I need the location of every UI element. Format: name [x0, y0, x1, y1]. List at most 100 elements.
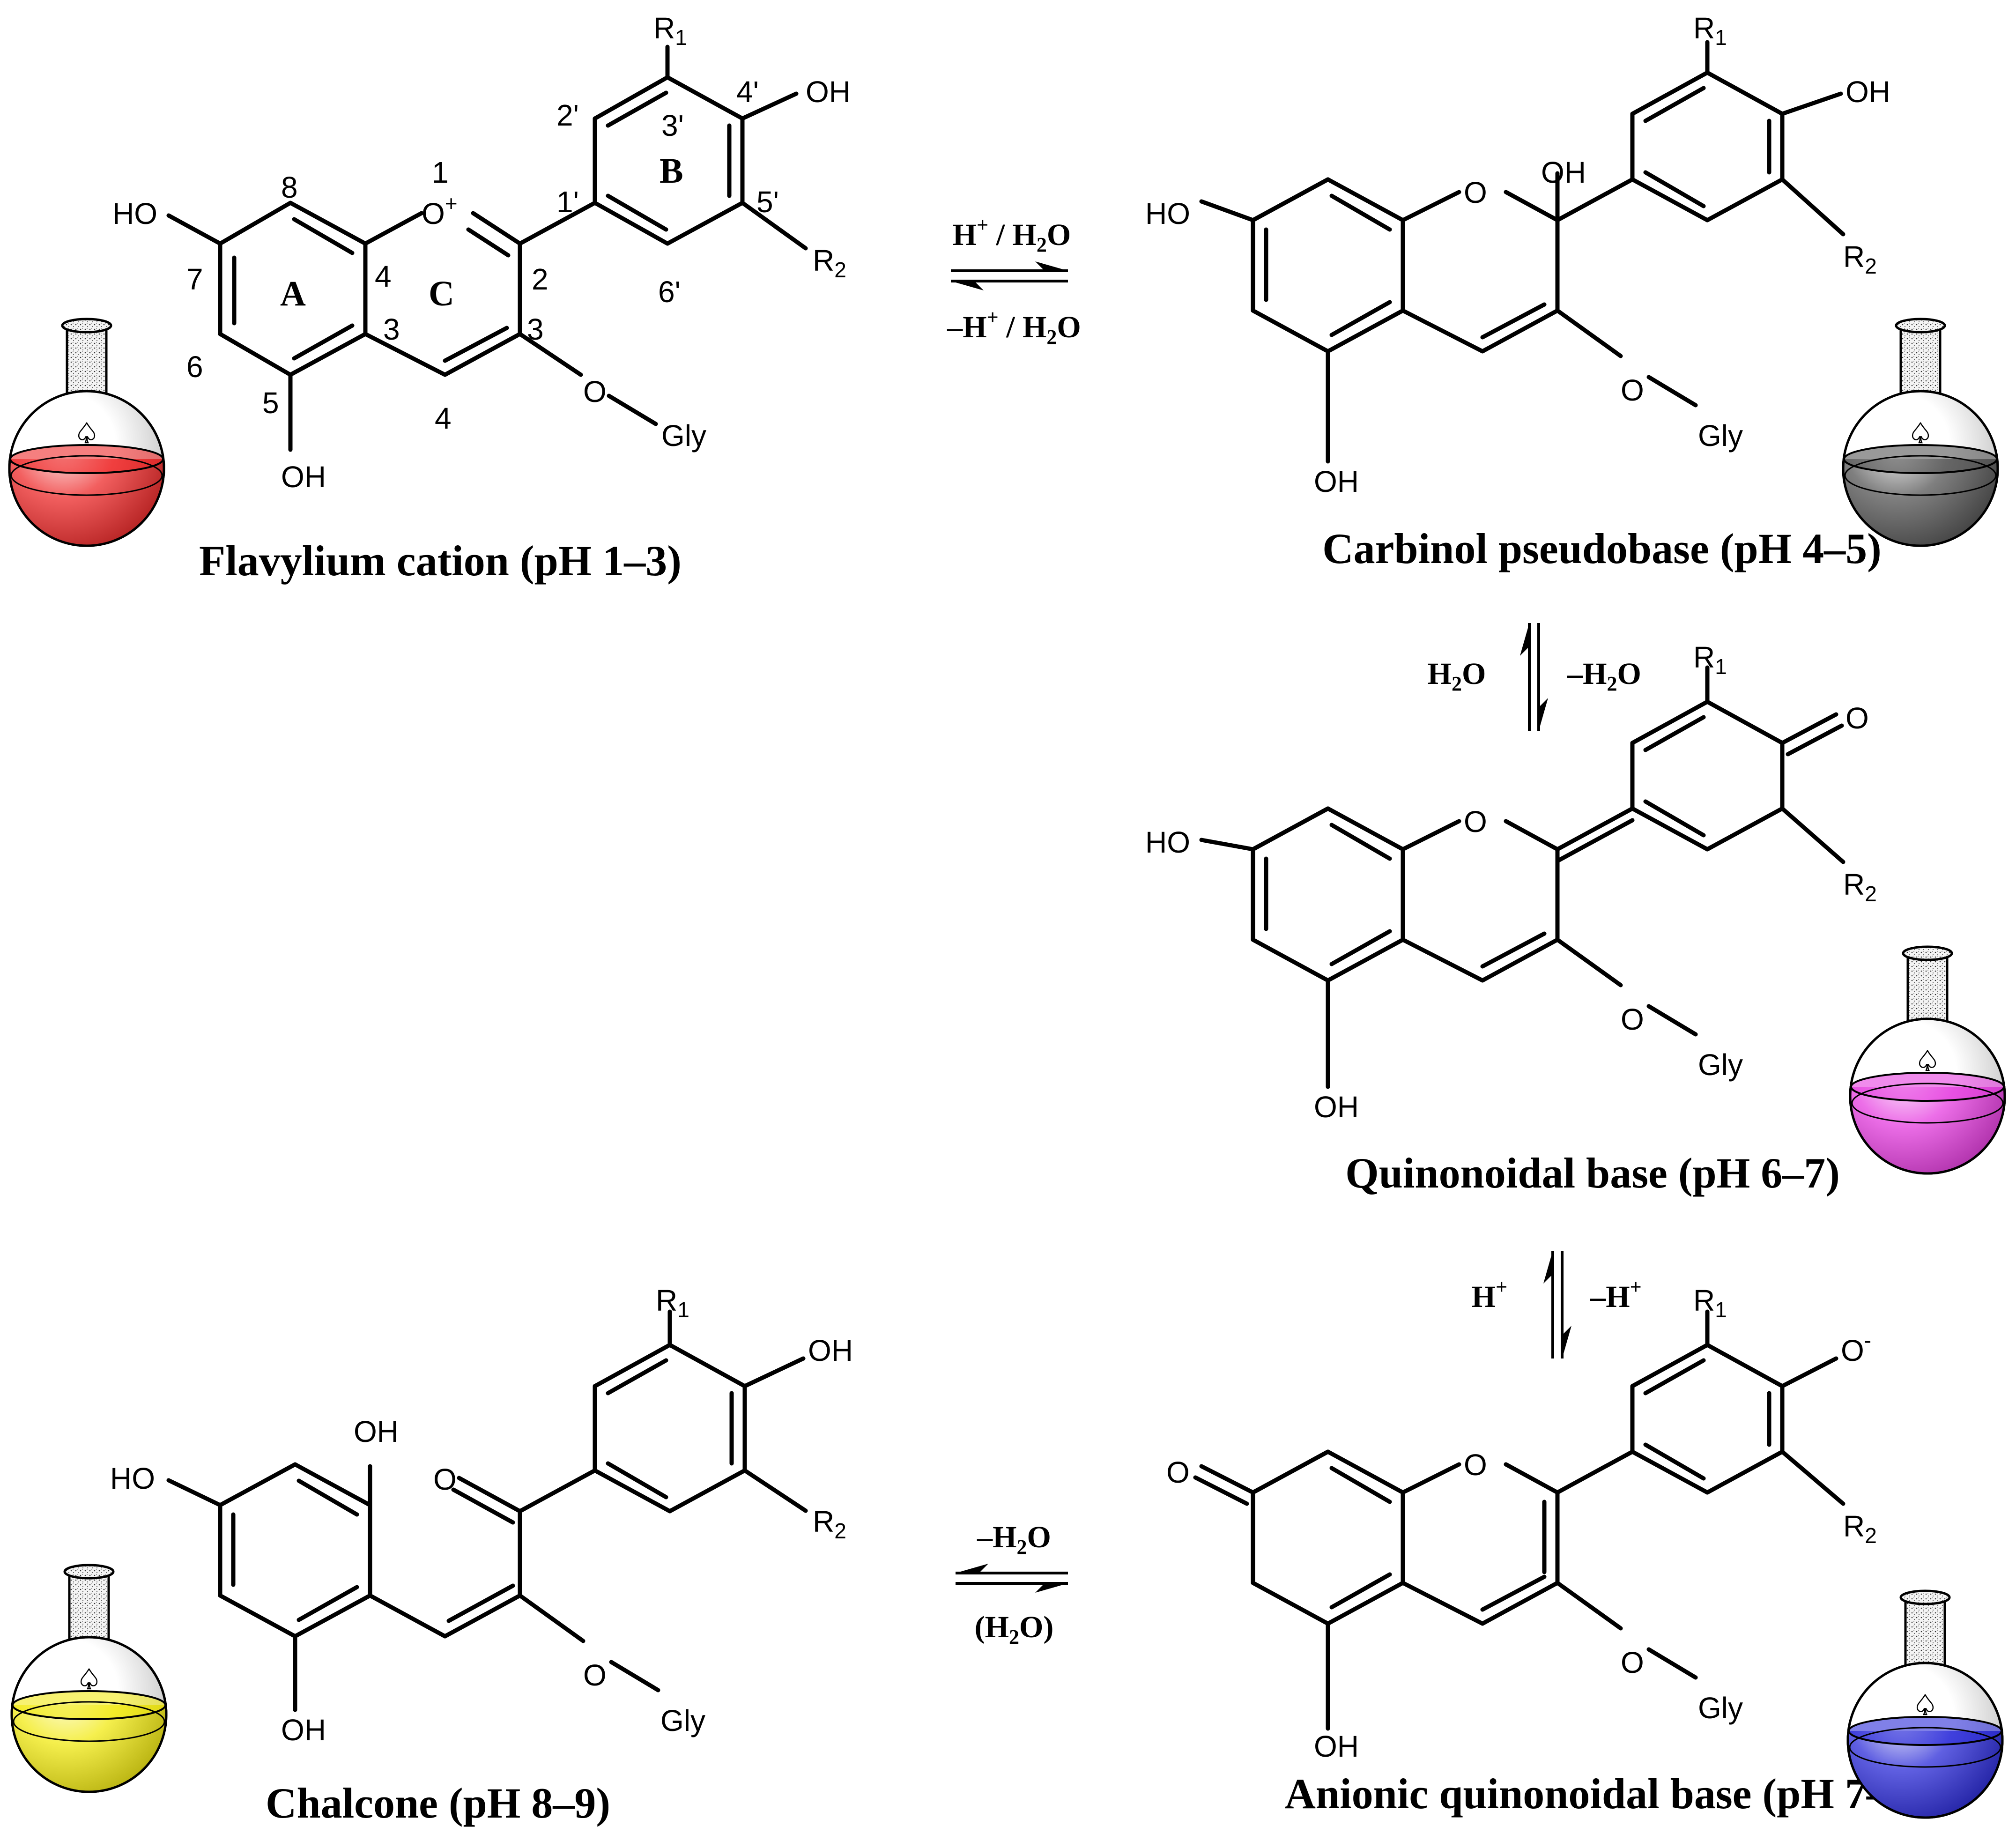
position-number: 3 [383, 312, 400, 346]
condition-bottom: (H2O) [975, 1610, 1054, 1648]
oh-label: OH [354, 1415, 399, 1448]
position-number: 8 [281, 171, 298, 204]
r2-label: R2 [813, 1505, 846, 1543]
oh-label: OH [1314, 1730, 1359, 1763]
position-number: 1 [432, 156, 449, 189]
ring-o-label: O [1464, 805, 1487, 839]
position-number: 2' [556, 98, 579, 132]
spade-icon: ♠ [1915, 1045, 1940, 1077]
r1-label: R1 [1693, 11, 1727, 50]
r2-label: R2 [813, 244, 846, 282]
oh-label: OH [281, 460, 326, 494]
r1-label: R1 [1693, 640, 1727, 679]
ketone-o-label: O [433, 1462, 457, 1496]
flask-icon-anionic: ♠ [1846, 1589, 2004, 1819]
o-glycoside-label: O [1621, 1646, 1644, 1679]
position-number: 6' [658, 275, 681, 309]
oh-label: OH [281, 1713, 326, 1747]
position-number: 6 [186, 350, 203, 384]
ring-label-c: C [429, 274, 454, 313]
oh-label: OH [1314, 1090, 1359, 1124]
oh-label: OH [1541, 156, 1586, 189]
r2-label: R2 [1843, 240, 1877, 278]
gly-label: Gly [1698, 419, 1743, 453]
condition-forward: H+ / H2O [953, 214, 1071, 256]
flask-icon-flavylium: ♠ [8, 318, 165, 547]
flavylium-caption: Flavylium cation (pH 1–3) [199, 537, 682, 585]
position-number: 5' [756, 185, 779, 219]
equilibrium-arrow-flavylium-carbinol: H+ / H2O –H+ / H2O [947, 214, 1081, 349]
position-number: 1' [556, 185, 579, 219]
flasks: ♠ ♠ ♠ ♠ ♠ [8, 318, 2006, 1819]
position-number: 7 [186, 262, 203, 296]
spade-icon: ♠ [74, 417, 99, 449]
oxonium-label: O+ [422, 191, 458, 230]
anionic-structure [1193, 1309, 1846, 1731]
flavylium-cation-structure [166, 45, 808, 452]
gly-label: Gly [660, 1704, 705, 1737]
ring-label-b: B [660, 151, 683, 191]
position-number: 4' [736, 75, 759, 109]
equilibrium-arrow-quinonoidal-anionic: H+ –H+ [1472, 1251, 1642, 1358]
condition-left: H+ [1472, 1276, 1507, 1314]
condition-top: –H2O [977, 1520, 1051, 1559]
anionic-atom-labels: O O O- R1 R2 O Gly OH [1166, 1284, 1877, 1763]
chalcone-atom-labels: HO OH OH O OH R1 R2 O Gly [110, 1284, 853, 1747]
equilibrium-arrow-carbinol-quinonoidal: H2O –H2O [1428, 623, 1641, 731]
position-number: 2 [532, 262, 548, 296]
o-glycoside-label: O [583, 1658, 607, 1692]
gly-label: Gly [661, 419, 706, 453]
equilibrium-arrow-chalcone-anionic: –H2O (H2O) [956, 1520, 1068, 1648]
anionic-caption: Anionic quinonoidal base (pH 7–8) [1284, 1770, 1924, 1818]
position-number: 4 [375, 260, 392, 293]
flavylium-atom-labels: HO O+ OH R1 R2 O Gly OH [112, 11, 851, 494]
quinonoidal-structure [1199, 665, 1846, 1089]
chalcone-structure [166, 1309, 808, 1712]
position-number: 3' [661, 109, 684, 142]
r1-label: R1 [1693, 1284, 1727, 1322]
flavylium-ring-labels: A C B [280, 151, 683, 313]
condition-left: H2O [1428, 657, 1486, 695]
position-number: 4 [435, 401, 452, 435]
ho-label: HO [110, 1462, 155, 1495]
carbinol-atom-labels: HO O OH OH R1 R2 O Gly OH [1145, 11, 1890, 498]
o-glycoside-label: O [583, 375, 607, 408]
ho-label: HO [1145, 825, 1190, 859]
r1-label: R1 [656, 1284, 689, 1322]
oh-label: OH [806, 75, 851, 109]
ketone-o-label: O [1166, 1455, 1190, 1489]
carbinol-structure [1199, 40, 1846, 464]
flask-icon-carbinol: ♠ [1842, 318, 1999, 547]
o-glycoside-label: O [1621, 373, 1644, 407]
oh-label: OH [808, 1334, 853, 1367]
flask-icon-chalcone: ♠ [10, 1564, 168, 1793]
quinonoidal-atom-labels: HO O O R1 R2 O Gly OH [1145, 640, 1877, 1124]
oh-label: OH [1314, 465, 1359, 498]
quinonoidal-caption: Quinonoidal base (pH 6–7) [1345, 1149, 1840, 1197]
ho-label: HO [112, 197, 157, 230]
flask-icon-quinonoidal: ♠ [1849, 945, 2006, 1175]
condition-right: –H+ [1590, 1276, 1641, 1314]
condition-reverse: –H+ / H2O [947, 306, 1081, 349]
carbinol-caption: Carbinol pseudobase (pH 4–5) [1322, 525, 1882, 572]
ring-label-a: A [280, 274, 306, 313]
chalcone-caption: Chalcone (pH 8–9) [266, 1779, 610, 1827]
ring-o-label: O [1464, 176, 1487, 209]
r1-label: R1 [653, 11, 687, 50]
spade-icon: ♠ [1908, 417, 1933, 449]
position-number: 3 [527, 312, 544, 346]
ring-o-label: O [1464, 1448, 1487, 1482]
r2-label: R2 [1843, 868, 1877, 906]
gly-label: Gly [1698, 1048, 1743, 1082]
spade-icon: ♠ [77, 1663, 101, 1695]
ho-label: HO [1145, 197, 1190, 230]
quinone-o-label: O [1846, 701, 1869, 735]
position-number: 5 [262, 386, 279, 420]
condition-right: –H2O [1567, 657, 1641, 695]
gly-label: Gly [1698, 1691, 1743, 1725]
o-glycoside-label: O [1621, 1002, 1644, 1036]
phenolate-o-label: O- [1841, 1328, 1871, 1367]
flavylium-position-numbers: 1 2 3 4 5 6 7 8 3 4 1' 2' 3' 4' 5' 6' [186, 75, 779, 435]
oh-label: OH [1846, 75, 1890, 109]
